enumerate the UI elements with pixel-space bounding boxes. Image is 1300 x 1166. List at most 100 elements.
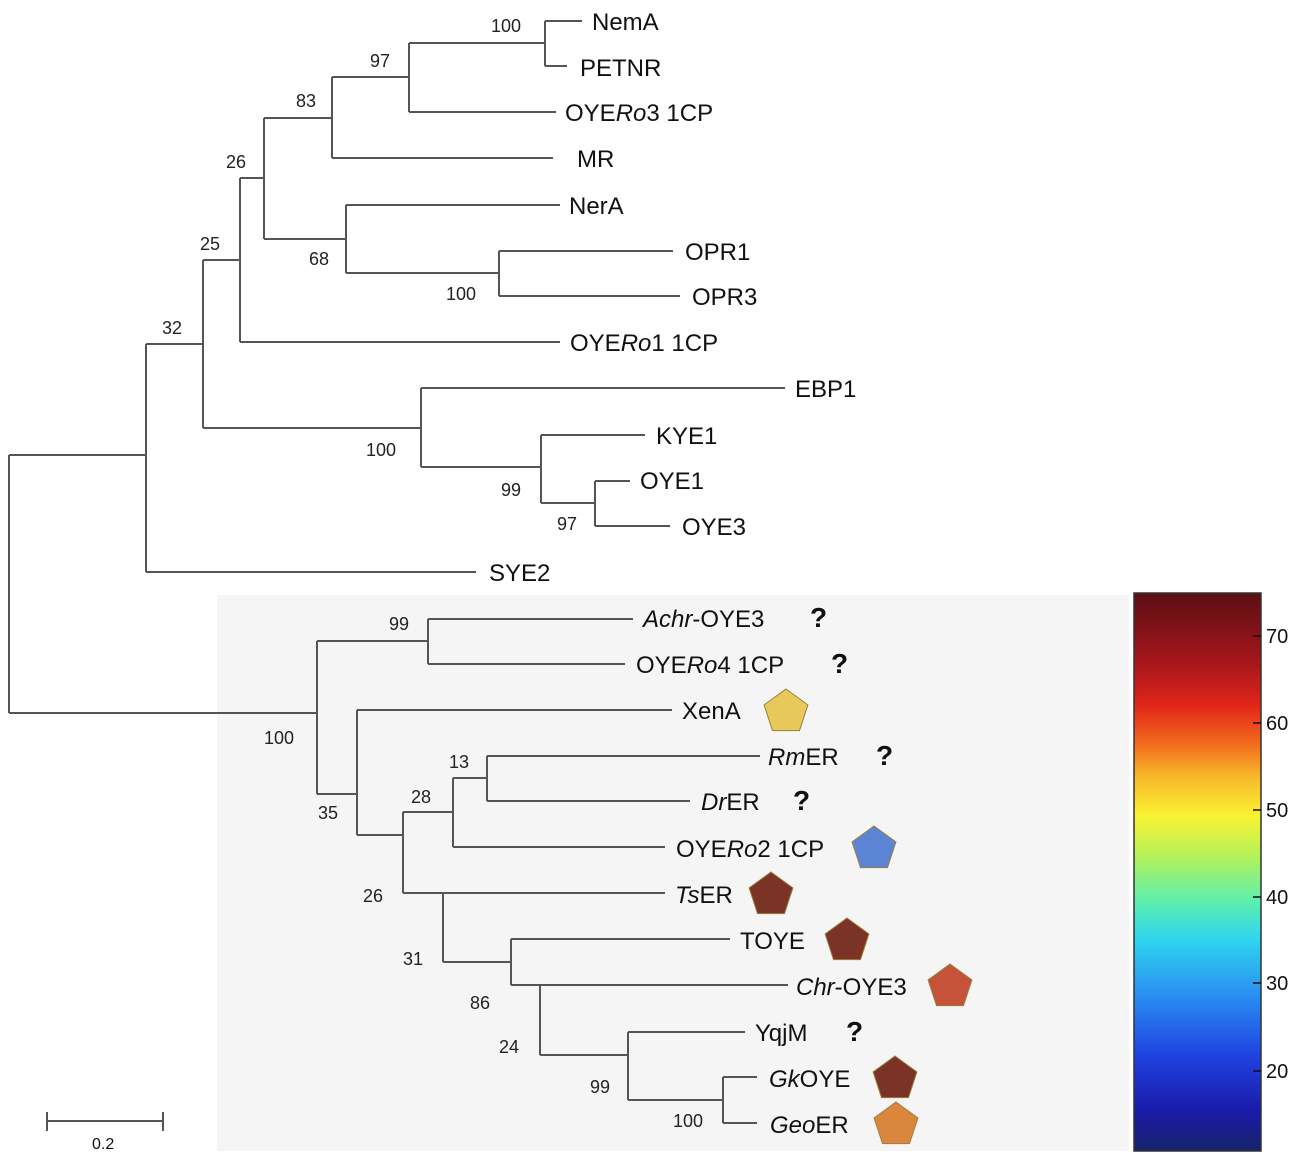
leaf-label-part: Ro bbox=[621, 330, 652, 357]
bootstrap-value: 100 bbox=[491, 16, 521, 36]
bootstrap-value: 100 bbox=[366, 440, 396, 460]
scale-bar-label: 0.2 bbox=[92, 1136, 114, 1153]
highlight-panel bbox=[217, 595, 1129, 1151]
unknown-marker-rmer: ? bbox=[876, 740, 893, 771]
leaf-label-part: OYE3 bbox=[682, 514, 746, 541]
colorbar-gradient bbox=[1133, 592, 1262, 1152]
unknown-marker-oyero4: ? bbox=[831, 648, 848, 679]
pentagon-marker-chr-oye3 bbox=[927, 963, 973, 1007]
leaf-label-sye2: SYE2 bbox=[489, 560, 550, 587]
leaf-label-part: OYE bbox=[570, 330, 621, 357]
colorbar-tick-label: 30 bbox=[1266, 973, 1288, 995]
leaf-label-part: 2 1CP bbox=[757, 836, 824, 863]
leaf-label-nera: NerA bbox=[569, 193, 624, 220]
bootstrap-value: 32 bbox=[162, 318, 182, 338]
leaf-label-part: OYE bbox=[800, 1066, 851, 1093]
leaf-label-tser: TsER bbox=[675, 882, 733, 909]
leaf-label-petnr: PETNR bbox=[580, 55, 661, 82]
pentagon-marker-tser bbox=[748, 871, 794, 915]
leaf-label-mr: MR bbox=[577, 146, 614, 173]
colorbar-tick-label: 70 bbox=[1266, 626, 1288, 648]
leaf-label-gkoye: GkOYE bbox=[769, 1066, 850, 1093]
leaf-label-yqjm: YqjM bbox=[755, 1020, 807, 1047]
leaf-label-kye1: KYE1 bbox=[656, 423, 717, 450]
leaf-label-part: 3 1CP bbox=[646, 100, 713, 127]
leaf-label-part: Gk bbox=[769, 1066, 802, 1093]
leaf-label-part: 1 1CP bbox=[651, 330, 718, 357]
colorbar-ticks: 20 30 40 50 60 70 bbox=[1253, 626, 1288, 1083]
bootstrap-value: 13 bbox=[449, 752, 469, 772]
leaf-label-part: Ro bbox=[616, 100, 647, 127]
leaf-label-part: 4 1CP bbox=[717, 652, 784, 679]
leaf-markers: ????? bbox=[748, 602, 973, 1145]
leaf-label-part: ER bbox=[726, 789, 759, 816]
leaf-label-part: OPR1 bbox=[685, 239, 750, 266]
leaf-label-part: KYE1 bbox=[656, 423, 717, 450]
leaf-label-part: Achr bbox=[641, 606, 693, 633]
bootstrap-value: 100 bbox=[446, 284, 476, 304]
leaf-label-oyero2: OYERo2 1CP bbox=[676, 836, 824, 863]
pentagon-marker-toye bbox=[824, 917, 870, 961]
leaf-label-part: Dr bbox=[701, 789, 727, 816]
leaf-label-oyero3: OYERo3 1CP bbox=[565, 100, 713, 127]
pentagon-marker-xena bbox=[763, 688, 809, 732]
bootstrap-value: 100 bbox=[673, 1111, 703, 1131]
scale-bar: 0.2 bbox=[46, 1112, 164, 1153]
leaf-label-oyero4: OYERo4 1CP bbox=[636, 652, 784, 679]
bootstrap-value: 97 bbox=[557, 514, 577, 534]
leaf-label-oye1: OYE1 bbox=[640, 468, 704, 495]
leaf-label-part: NemA bbox=[592, 9, 659, 36]
leaf-label-drer: DrER bbox=[701, 789, 760, 816]
leaf-label-part: XenA bbox=[682, 698, 741, 725]
bootstrap-value: 28 bbox=[411, 787, 431, 807]
leaf-label-rmer: RmER bbox=[768, 744, 839, 771]
bootstrap-value: 35 bbox=[318, 803, 338, 823]
colorbar-tick-label: 20 bbox=[1266, 1061, 1288, 1083]
bootstrap-value: 100 bbox=[264, 728, 294, 748]
pentagon-marker-oyero2 bbox=[851, 825, 897, 869]
leaf-label-oyero1: OYERo1 1CP bbox=[570, 330, 718, 357]
leaf-label-part: Chr bbox=[796, 974, 836, 1001]
leaf-label-part: Geo bbox=[770, 1112, 815, 1139]
pentagon-marker-geoer bbox=[873, 1101, 919, 1145]
leaf-label-part: OYE1 bbox=[640, 468, 704, 495]
leaf-label-part: OYE bbox=[636, 652, 687, 679]
leaf-label-toye: TOYE bbox=[740, 928, 805, 955]
bootstrap-value: 26 bbox=[226, 152, 246, 172]
bootstrap-value: 86 bbox=[470, 993, 490, 1013]
leaf-label-geoer: GeoER bbox=[770, 1112, 849, 1139]
leaf-label-part: ER bbox=[699, 882, 732, 909]
leaf-label-opr3: OPR3 bbox=[692, 284, 757, 311]
leaf-label-part: TOYE bbox=[740, 928, 805, 955]
bootstrap-value: 26 bbox=[363, 886, 383, 906]
colorbar-tick-label: 50 bbox=[1266, 800, 1288, 822]
colorbar-tick-label: 60 bbox=[1266, 713, 1288, 735]
bootstrap-value: 68 bbox=[309, 249, 329, 269]
unknown-marker-achr-oye3: ? bbox=[810, 602, 827, 633]
colorbar-tick-label: 40 bbox=[1266, 887, 1288, 909]
leaf-label-part: OPR3 bbox=[692, 284, 757, 311]
leaf-label-part: -OYE3 bbox=[692, 606, 764, 633]
bootstrap-value: 83 bbox=[296, 91, 316, 111]
tree-branches bbox=[8, 20, 788, 1124]
leaf-label-part: ER bbox=[805, 744, 838, 771]
bootstrap-value: 31 bbox=[403, 949, 423, 969]
leaf-label-nema: NemA bbox=[592, 9, 659, 36]
leaf-label-xena: XenA bbox=[682, 698, 741, 725]
leaf-label-part: Ts bbox=[675, 882, 699, 909]
leaf-label-part: EBP1 bbox=[795, 376, 856, 403]
leaf-label-part: YqjM bbox=[755, 1020, 807, 1047]
unknown-marker-drer: ? bbox=[793, 785, 810, 816]
unknown-marker-yqjm: ? bbox=[846, 1016, 863, 1047]
leaf-label-achr-oye3: Achr-OYE3 bbox=[641, 606, 764, 633]
leaf-label-oye3: OYE3 bbox=[682, 514, 746, 541]
leaf-label-part: MR bbox=[577, 146, 614, 173]
leaf-label-part: SYE2 bbox=[489, 560, 550, 587]
bootstrap-value: 99 bbox=[389, 614, 409, 634]
leaf-label-part: -OYE3 bbox=[835, 974, 907, 1001]
bootstrap-value: 25 bbox=[200, 234, 220, 254]
bootstrap-values: 1009783266810025100999732991003513282631… bbox=[162, 16, 703, 1131]
bootstrap-value: 24 bbox=[499, 1037, 519, 1057]
leaf-label-part: Rm bbox=[768, 744, 805, 771]
